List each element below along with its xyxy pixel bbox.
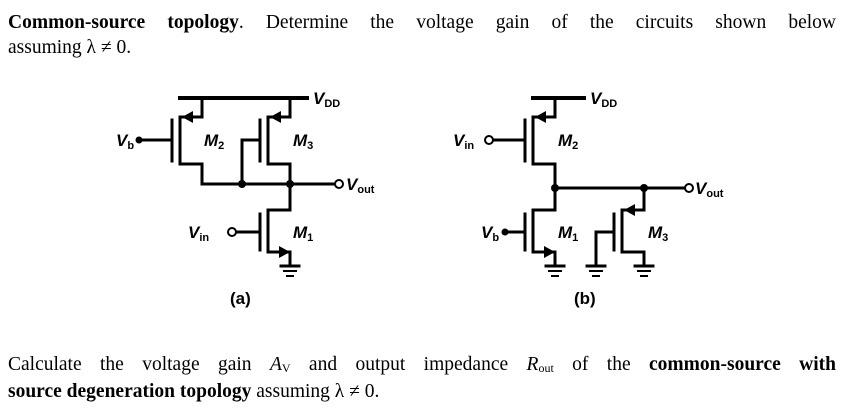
problem-1-text-a: . Determine the voltage gain of the circ… <box>238 12 836 33</box>
problem-2-text: Calculate the voltage gain AV and output… <box>8 352 836 381</box>
m1-a-arrow-icon <box>279 246 290 258</box>
problem-1-text-line-2: assuming λ ≠ 0. <box>8 35 836 60</box>
vdd-b-label: VDD <box>590 89 617 110</box>
junction-dot-icon <box>551 184 559 192</box>
m3-b-arrow-icon <box>624 204 635 216</box>
vout-a-terminal-icon <box>334 179 344 189</box>
vin-a-terminal-icon <box>227 227 237 237</box>
junction-dot-icon <box>238 180 246 188</box>
vb-a-terminal-icon <box>135 136 143 144</box>
m3-a-label: M3 <box>293 131 313 152</box>
problem-1-text-b: assuming λ ≠ 0. <box>8 37 132 58</box>
m3-a-arrow-icon <box>270 111 281 123</box>
vout-b-terminal-icon <box>684 183 694 193</box>
problem-2-bold-a: common-source with <box>649 354 836 375</box>
av-symbol: A <box>269 354 282 375</box>
problem-2-text-c: of the <box>553 354 649 375</box>
av-subscript: V <box>281 361 291 375</box>
vin-b-terminal-icon <box>484 135 494 145</box>
m2-b-arrow-icon <box>535 111 546 123</box>
vout-a-label: Vout <box>346 175 375 196</box>
problem-2-text-b: and output impedance <box>290 354 527 375</box>
m1-b-label: M1 <box>558 223 578 244</box>
m2-a-label: M2 <box>204 131 224 152</box>
problem-2-text-d: assuming λ ≠ 0. <box>251 381 380 402</box>
m3-b-label: M3 <box>648 223 668 244</box>
junction-dot-icon <box>286 180 294 188</box>
m2-b-label: M2 <box>558 131 578 152</box>
rout-symbol: R <box>526 354 539 375</box>
problem-2-bold-b: source degeneration topology <box>8 381 252 402</box>
vin-b-label: Vin <box>453 131 474 152</box>
problem-2-text-a: Calculate the voltage gain <box>8 354 270 375</box>
problem-1-title: Common-source topology <box>8 12 239 33</box>
vout-b-label: Vout <box>695 179 724 200</box>
rout-subscript: out <box>538 361 554 375</box>
junction-dot-icon <box>640 184 648 192</box>
circuit-a-wires <box>137 96 337 277</box>
circuit-b-wires <box>491 96 687 277</box>
m1-b-arrow-icon <box>544 246 555 258</box>
vin-a-label: Vin <box>188 223 209 244</box>
vb-a-label: Vb <box>116 131 134 152</box>
caption-b: (b) <box>574 289 596 308</box>
vb-b-label: Vb <box>481 223 499 244</box>
problem-1-text: Common-source topology. Determine the vo… <box>8 10 836 35</box>
m1-a-label: M1 <box>293 223 313 244</box>
vb-b-terminal-icon <box>501 228 509 236</box>
caption-a: (a) <box>230 289 251 308</box>
vdd-a-label: VDD <box>313 89 340 110</box>
m2-a-arrow-icon <box>182 111 193 123</box>
problem-2-text-line-2: source degeneration topology assuming λ … <box>8 379 836 404</box>
